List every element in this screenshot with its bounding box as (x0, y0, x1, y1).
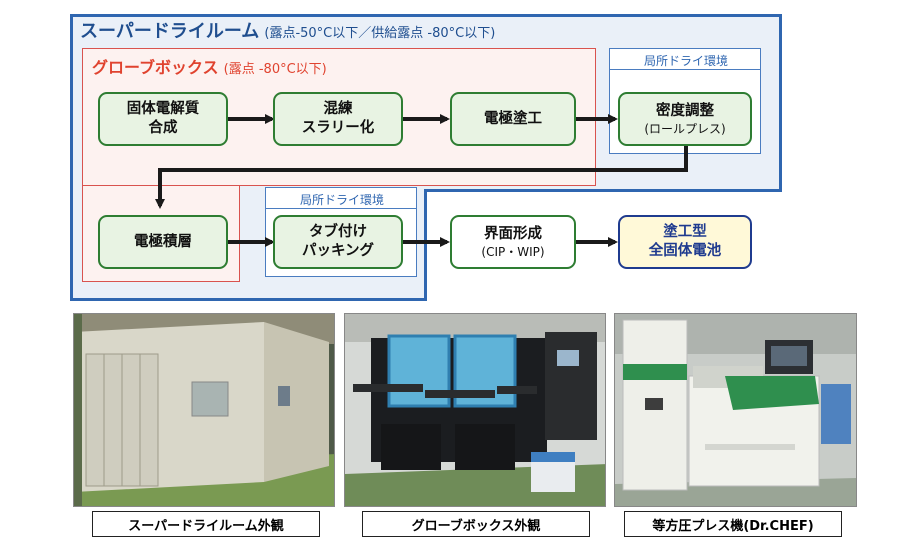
process-electrode-stacking: 電極積層 (98, 215, 228, 269)
super-dry-room-condition: (露点-50°C以下／供給露点 -80°C以下) (264, 26, 496, 41)
super-dry-room-photo (73, 313, 335, 507)
super-dry-room-name: スーパードライルーム (80, 21, 260, 42)
super-dry-room-caption: スーパードライルーム外観 (92, 511, 320, 537)
process-interface-formation: 界面形成 (CIP・WIP) (450, 215, 576, 269)
final-product-all-solid-battery: 塗工型 全固体電池 (618, 215, 752, 269)
glove-box-photo (344, 313, 606, 507)
local-dry-label-1: 局所ドライ環境 (643, 54, 728, 68)
glove-box-title: グローブボックス (露点 -80°C以下) (92, 54, 327, 78)
super-dry-room-title: スーパードライルーム (露点-50°C以下／供給露点 -80°C以下) (80, 17, 495, 43)
process-tab-packing: タブ付け パッキング (273, 215, 403, 269)
process-kneading-slurry: 混練 スラリー化 (273, 92, 403, 146)
isostatic-press-photo (614, 313, 857, 507)
process-density-adjustment: 密度調整 (ロールプレス) (618, 92, 752, 146)
process-electrode-coating: 電極塗工 (450, 92, 576, 146)
isostatic-press-caption: 等方圧プレス機(Dr.CHEF) (624, 511, 842, 537)
arrow-density-to-stacking (155, 146, 688, 209)
process-solid-electrolyte-synthesis: 固体電解質 合成 (98, 92, 228, 146)
glove-box-condition: (露点 -80°C以下) (223, 62, 327, 77)
glove-box-caption: グローブボックス外観 (362, 511, 590, 537)
local-dry-label-2: 局所ドライ環境 (299, 193, 384, 207)
glove-box-name: グローブボックス (92, 58, 219, 77)
